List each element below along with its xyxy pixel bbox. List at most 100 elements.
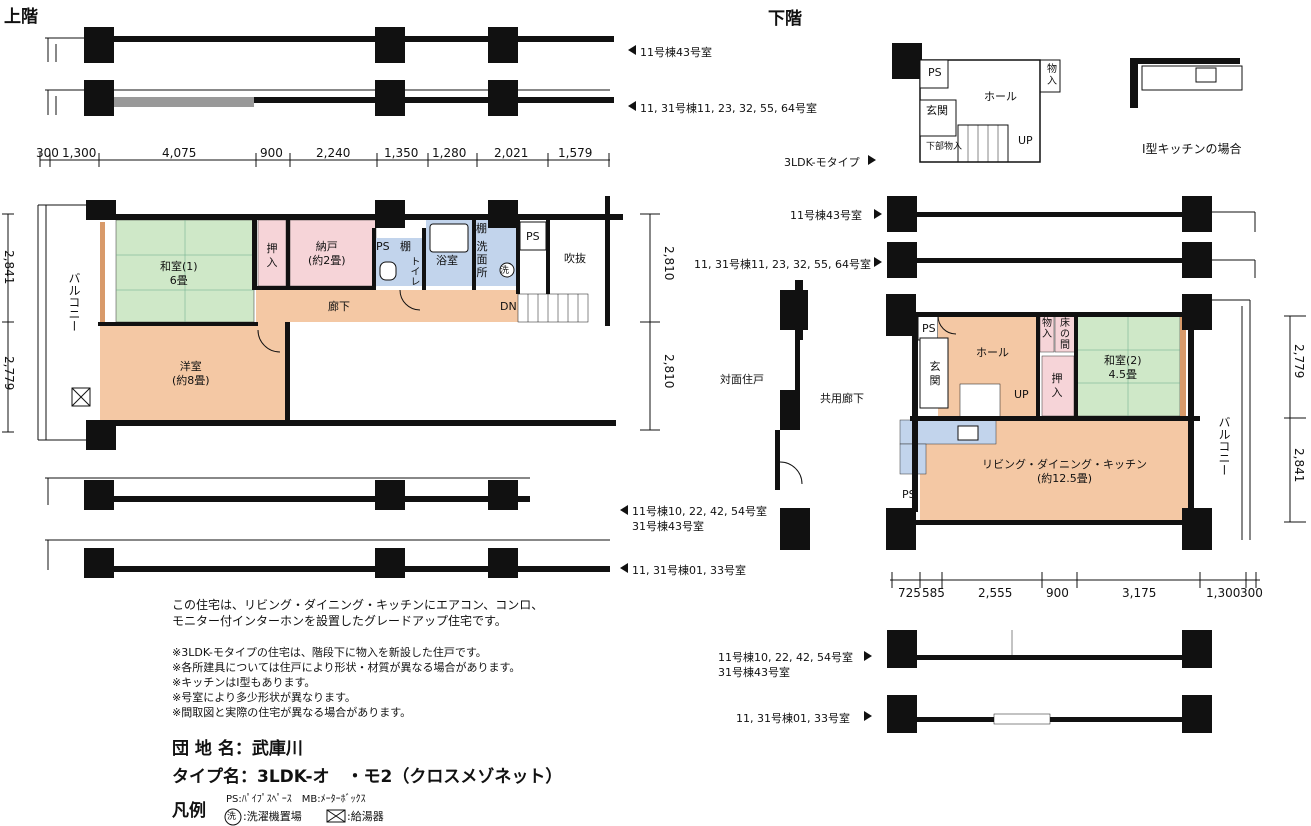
lower-dim-1: 725	[898, 586, 921, 600]
lower-room-ps2: PS	[902, 488, 916, 501]
room-ps: PS	[376, 240, 390, 253]
lower-right-dim-line	[1284, 315, 1306, 523]
upper-dim-1: 300	[36, 146, 59, 160]
lower-dim-6: 1,300	[1206, 586, 1241, 600]
room-yoshitsu-name: 洋室	[179, 360, 202, 373]
lower-room-hall: ホール	[976, 346, 1009, 359]
upper-right-dim-line	[640, 213, 660, 431]
room-bath: 浴室	[436, 254, 458, 267]
note-item: ※各所建具については住戸により形状・材質が異なる場合があります。	[172, 661, 521, 674]
legend-sen-text: :洗濯機置場	[243, 810, 302, 823]
lower-room-balcony: バルコニー	[1217, 416, 1231, 476]
room-toilet: トイレ	[408, 256, 419, 286]
lower-room-monoire: 物入	[1042, 318, 1052, 340]
room-sen-mark: 洗	[500, 266, 510, 276]
lower-room-ldk: リビング・ダイニング・キッチン (約12.5畳)	[982, 458, 1147, 486]
room-nando-size: (約2畳)	[308, 254, 346, 267]
type-name-row: タイプ名：3LDK-オ ・モ2（クロスメゾネット）	[172, 762, 562, 787]
upper-dim-9: 1,579	[558, 146, 593, 160]
upper-dim-8: 2,021	[494, 146, 529, 160]
legend-sen-mark: 洗	[227, 812, 237, 822]
lower-top-kabu: 下部物入	[926, 142, 963, 152]
type-value: 3LDK-オ ・モ2（クロスメゾネット）	[257, 767, 563, 787]
kitchen-caption: I型キッチンの場合	[1142, 142, 1242, 156]
room-roka: 廊下	[328, 300, 350, 313]
room-nando: 納戸 (約2畳)	[308, 240, 346, 268]
lower-room-up: UP	[1014, 388, 1029, 401]
lower-variant-strip-1	[887, 196, 1256, 232]
lower-variant-label-2: 11, 31号棟11, 23, 32, 55, 64号室	[694, 258, 871, 271]
room-tana2: 棚	[476, 222, 487, 235]
upper-dim-2: 1,300	[62, 146, 97, 160]
lower-room-washitsu2: 和室(2) 4.5畳	[1104, 354, 1142, 382]
upper-variant-label-1: 11号棟43号室	[640, 46, 712, 59]
upper-variant-label-3: 11号棟10, 22, 42, 54号室	[632, 505, 767, 518]
upper-variant-strip-4	[45, 539, 610, 578]
upper-right-dim-1: 2,810	[662, 246, 676, 281]
room-ps2: PS	[526, 230, 540, 243]
legend-icons	[224, 808, 346, 826]
lower-bottom-dim-line	[890, 572, 1260, 588]
room-senmen: 洗面所	[476, 240, 488, 279]
upper-dim-7: 1,280	[432, 146, 467, 160]
room-nando-name: 納戸	[315, 240, 338, 253]
upper-left-dim-1: 2,841	[2, 250, 16, 285]
lower-right-dim-1: 2,779	[1292, 344, 1306, 379]
upper-dim-3: 4,075	[162, 146, 197, 160]
lower-room-ldk-size: (約12.5畳)	[1036, 472, 1093, 485]
lower-dim-7: 300	[1240, 586, 1263, 600]
upper-dim-6: 1,350	[384, 146, 419, 160]
danchi-name-row: 団 地 名：武庫川	[172, 734, 303, 759]
label-kyoyo: 共用廊下	[820, 392, 864, 405]
note-item: ※キッチンはI型もあります。	[172, 676, 316, 689]
upper-variant-label-2: 11, 31号棟11, 23, 32, 55, 64号室	[640, 102, 817, 115]
legend-title: 凡例	[172, 801, 206, 821]
room-tana: 棚	[400, 240, 411, 253]
lower-room-washitsu2-size: 4.5畳	[1108, 368, 1138, 381]
upper-left-dim-2: 2,779	[2, 356, 16, 391]
lower-dim-5: 3,175	[1122, 586, 1157, 600]
note-item: ※号室により多少形状が異なります。	[172, 691, 356, 704]
lower-room-oshiire: 押入	[1051, 372, 1063, 399]
lower-main-plan	[886, 294, 1251, 550]
room-dn: DN	[500, 300, 517, 313]
upper-floor-title: 上階	[4, 7, 38, 27]
lower-top-up: UP	[1018, 134, 1033, 147]
room-washitsu1-name: 和室(1)	[160, 260, 198, 273]
lower-type-label: 3LDK-モタイプ	[784, 156, 860, 169]
room-balcony: バルコニー	[67, 272, 81, 332]
room-fukinuke: 吹抜	[564, 252, 586, 265]
lower-variant-strip-4	[887, 695, 1212, 733]
lower-top-hall: ホール	[984, 90, 1017, 103]
upper-variant-label-5: 11, 31号棟01, 33号室	[632, 564, 746, 577]
notes-intro-line-2: モニター付インターホンを設置したグレードアップ住宅です。	[172, 614, 507, 628]
lower-room-genkan: 玄関	[929, 360, 941, 387]
upper-dimension-line	[39, 153, 610, 167]
lower-room-tokonoma: 床の間	[1060, 318, 1070, 351]
upper-right-dim-2: 2,810	[662, 354, 676, 389]
upper-dim-4: 900	[260, 146, 283, 160]
lower-dim-3: 2,555	[978, 586, 1013, 600]
room-oshiire: 押入	[266, 242, 278, 269]
lower-room-ps: PS	[922, 322, 936, 335]
lower-dim-2: 585	[922, 586, 945, 600]
lower-variant-strip-2	[887, 242, 1256, 278]
lower-floor-title: 下階	[768, 9, 802, 29]
lower-room-washitsu2-name: 和室(2)	[1104, 354, 1142, 367]
room-washitsu1-size: 6畳	[169, 274, 188, 287]
lower-top-plan	[892, 43, 1243, 163]
lower-top-monoire: 物入	[1047, 64, 1057, 87]
legend-line1: PS:ﾊﾟｲﾌﾟｽﾍﾟｰｽ MB:ﾒｰﾀｰﾎﾞｯｸｽ	[226, 794, 366, 805]
lower-variant-label-3: 11号棟10, 22, 42, 54号室	[718, 651, 853, 664]
lower-opposite-unit	[775, 280, 810, 550]
lower-room-ldk-name: リビング・ダイニング・キッチン	[982, 458, 1147, 471]
lower-variant-label-5: 11, 31号棟01, 33号室	[736, 712, 850, 725]
notes-intro: この住宅は、リビング・ダイニング・キッチンにエアコン、コンロ、 モニター付インタ…	[172, 597, 543, 629]
room-yoshitsu: 洋室 (約8畳)	[172, 360, 210, 388]
type-label: タイプ名：	[172, 767, 257, 787]
legend-kyuto-text: :給湯器	[347, 810, 384, 823]
variant-arrows	[620, 45, 882, 721]
lower-variant-strip-3	[887, 630, 1212, 668]
room-washitsu1: 和室(1) 6畳	[160, 260, 198, 288]
